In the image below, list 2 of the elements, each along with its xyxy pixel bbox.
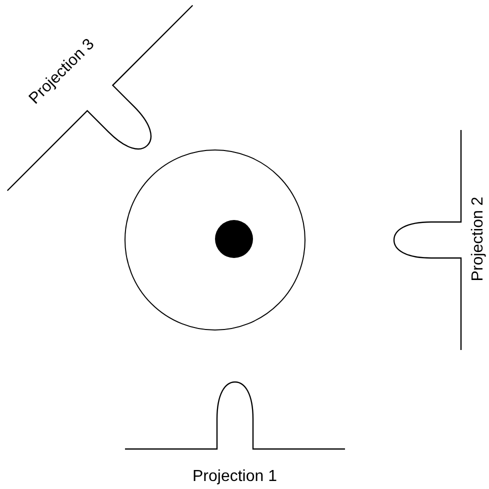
projection-label: Projection 2 — [470, 196, 486, 282]
projection-label: Projection 1 — [192, 469, 277, 485]
